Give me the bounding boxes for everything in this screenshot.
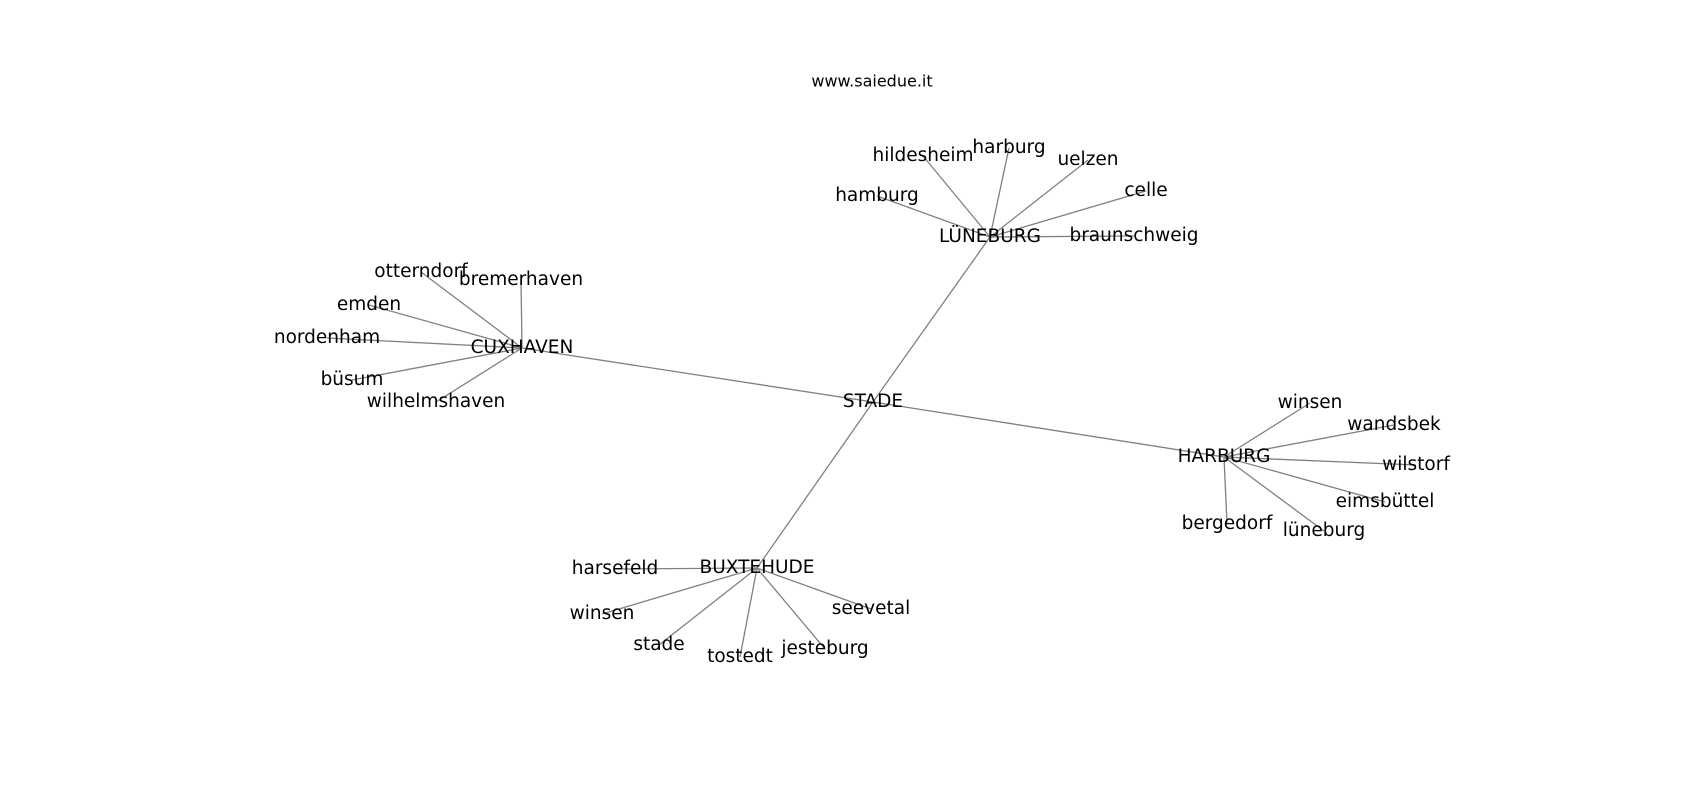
edge-luneburg-celle [989,190,1147,238]
leaf-node-label: wilhelmshaven [367,391,505,412]
edge-luneburg-harburg [989,147,1010,238]
leaf-node-label: harsefeld [572,558,658,579]
edges-layer [326,147,1417,658]
leaf-node-label: tostedt [707,646,773,667]
edge-cuxhaven-bremerhaven [520,279,523,349]
leaf-node-label: winsen [1278,392,1343,413]
leaf-node-label: braunschweig [1069,225,1198,246]
edge-buxtehude-winsen [601,567,758,615]
leaf-node-label: eimsbüttel [1336,491,1435,512]
edge-stade-buxtehude [756,401,874,569]
edge-harburg-eimsbuttel [1223,456,1386,503]
edge-buxtehude-jesteburg [756,567,826,650]
watermark-text: www.saiedue.it [811,72,932,91]
leaf-node-label: stade [633,634,684,655]
edge-cuxhaven-otterndorf [420,271,523,349]
hub-node-label: BUXTEHUDE [700,557,815,578]
edge-buxtehude-stade [658,567,758,646]
edge-cuxhaven-emden [368,304,523,349]
edge-harburg-bergedorf [1223,456,1228,525]
leaf-node-label: nordenham [274,327,380,348]
edge-stade-luneburg [872,236,991,403]
edge-luneburg-hildesheim [922,155,991,238]
leaf-node-label: hildesheim [872,145,973,166]
edge-cuxhaven-wilhelmshaven [435,347,523,403]
leaf-node-label: harburg [972,137,1045,158]
hub-node-label: HARBURG [1178,446,1271,467]
leaf-node-label: uelzen [1057,149,1118,170]
edge-cuxhaven-busum [351,347,523,381]
edge-buxtehude-tostedt [739,567,758,658]
leaf-node-label: bremerhaven [459,269,583,290]
leaf-node-label: winsen [570,603,635,624]
edge-cuxhaven-nordenham [326,337,523,349]
leaf-node-label: hamburg [835,185,919,206]
leaf-node-label: wilstorf [1382,454,1450,475]
edge-stade-harburg [872,401,1225,458]
edge-luneburg-hamburg [876,195,991,238]
leaf-node-label: wandsbek [1347,414,1441,435]
leaf-node-label: lüneburg [1283,520,1365,541]
edge-luneburg-uelzen [989,159,1089,238]
hub-node-label: CUXHAVEN [471,337,574,358]
edge-buxtehude-seevetal [756,567,872,610]
leaf-node-label: celle [1124,180,1167,201]
leaf-node-label: seevetal [832,598,910,619]
edge-stade-cuxhaven [521,347,874,403]
hub-node-label: LÜNEBURG [939,225,1041,247]
leaf-node-label: büsum [321,369,384,390]
edge-harburg-luneburg [1223,456,1325,532]
leaf-node-label: bergedorf [1182,513,1273,534]
leaf-node-label: emden [337,294,401,315]
leaf-node-label: otterndorf [374,261,468,282]
edge-harburg-wilstorf [1223,456,1417,466]
center-node-label: STADE [843,391,903,412]
leaf-node-label: jesteburg [780,638,868,659]
edge-harburg-winsen [1223,402,1311,458]
edge-buxtehude-harsefeld [614,567,758,570]
edge-luneburg-braunschweig [989,235,1135,238]
edge-harburg-wandsbek [1223,424,1395,458]
